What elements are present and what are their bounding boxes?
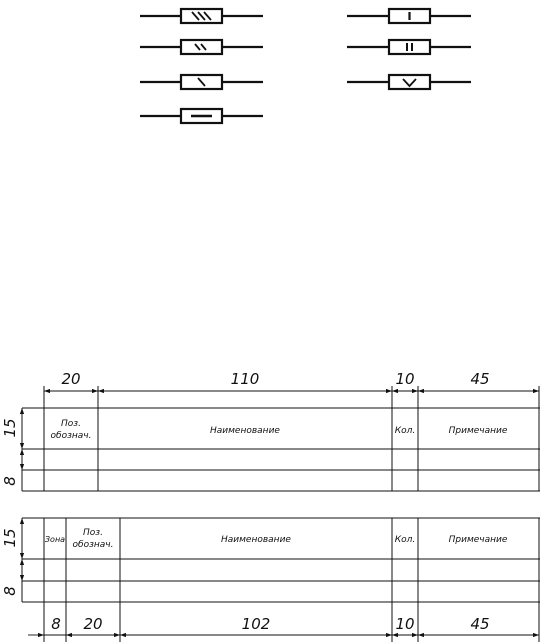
header-name: Наименование [221,535,291,545]
resistor-symbols [140,7,471,125]
dim-width-note: 45 [470,615,489,633]
dim-width-name: 110 [231,370,260,388]
header-zone: Зона [45,535,65,544]
header-name: Наименование [210,426,280,436]
resistor-symbol-two-vertical [347,38,471,56]
header-designation-line1: Поз. [83,528,103,538]
resistor-symbol-v-mark [347,73,471,91]
dim-width-qty: 10 [395,615,414,633]
table-top-grid [21,386,540,492]
table-top: 20 110 10 45 15 8 Поз. обознач. Наименов… [1,370,540,492]
dim-height-row: 8 [1,476,19,486]
header-designation-line1: Поз. [61,419,81,429]
header-designation-line2: обознач. [73,540,114,550]
dim-width-qty: 10 [395,370,414,388]
header-qty: Кол. [395,426,416,436]
dim-height-header: 15 [1,418,19,437]
resistor-symbol-power-three-dashes [140,7,263,25]
resistor-symbol-power-two-dashes [140,38,263,56]
dim-width-designation: 20 [61,370,80,388]
resistor-symbol-power-one-dash [140,73,263,91]
header-note: Примечание [449,535,508,545]
dim-width-zone: 8 [51,615,61,633]
dim-height-header: 15 [1,528,19,547]
header-qty: Кол. [395,535,416,545]
dim-width-note: 45 [470,370,489,388]
dim-width-designation: 20 [83,615,102,633]
header-note: Примечание [449,426,508,436]
dim-height-row: 8 [1,586,19,596]
table-bottom-grid [21,517,540,642]
header-designation-line2: обознач. [51,431,92,441]
dim-width-name: 102 [242,615,271,633]
table-bottom: 8 20 102 10 45 15 8 Зона Поз. обознач. Н… [1,517,540,642]
resistor-symbol-one-vertical [347,7,471,25]
resistor-symbol-horizontal-bar [140,107,263,125]
